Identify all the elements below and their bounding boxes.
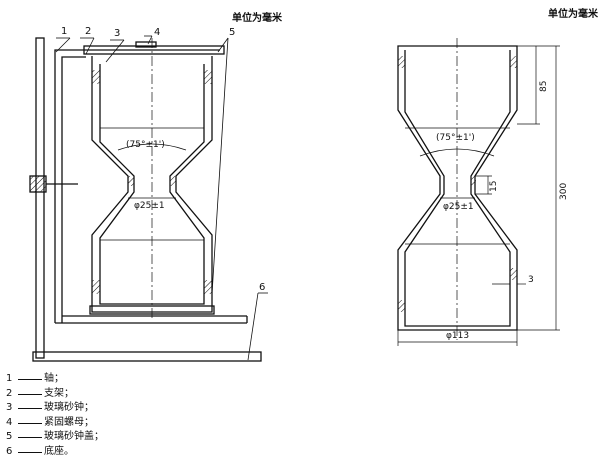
support-frame xyxy=(54,49,220,323)
glass-hourglass-outer-right xyxy=(397,45,518,331)
legend-text: 玻璃砂钟； xyxy=(44,402,94,413)
dim-diameter: φ113 xyxy=(446,331,469,341)
shaft-clamp xyxy=(29,175,47,193)
legend-item: 4 紧固螺母； xyxy=(6,416,104,431)
legend-item: 2 支架； xyxy=(6,387,104,402)
dim-top-height: 85 xyxy=(539,81,549,92)
dim-wall: 3 xyxy=(528,275,534,285)
left-assembly-drawing xyxy=(29,35,268,362)
fastening-nut xyxy=(135,41,157,48)
legend-item: 3 玻璃砂钟； xyxy=(6,401,104,416)
callout-4: 4 xyxy=(154,27,160,38)
angle-label-right: (75°±1') xyxy=(436,133,475,143)
hourglass-cover xyxy=(83,45,225,55)
callout-6: 6 xyxy=(259,282,265,293)
legend-number: 4 xyxy=(6,416,13,428)
legend-dash xyxy=(18,430,42,438)
legend-dash xyxy=(18,416,42,424)
legend-dash xyxy=(18,401,42,409)
legend-number: 3 xyxy=(6,402,13,413)
legend-item: 1 轴； xyxy=(6,372,104,387)
legend-text: 支架； xyxy=(44,387,74,399)
glass-hourglass-inner-right xyxy=(404,50,511,327)
parts-legend: 1 轴； 2 支架； 3 玻璃砂钟； 4 紧固螺母； 5 玻璃砂钟盖； 6 底座… xyxy=(6,372,104,459)
legend-number: 1 xyxy=(6,373,13,384)
base-plate xyxy=(32,351,262,362)
legend-dash xyxy=(18,387,42,395)
legend-item: 5 玻璃砂钟盖； xyxy=(6,430,104,445)
callout-5: 5 xyxy=(229,27,235,38)
legend-text: 玻璃砂钟盖； xyxy=(44,431,104,442)
legend-number: 6 xyxy=(6,445,13,457)
shaft xyxy=(35,37,45,359)
dim-neck-height: 15 xyxy=(489,181,499,192)
legend-dash xyxy=(18,372,42,380)
angle-label-left: (75°±1') xyxy=(126,140,165,150)
legend-dash xyxy=(18,445,42,453)
legend-text: 紧固螺母； xyxy=(44,416,94,428)
unit-label-left: 单位为毫米 xyxy=(232,13,282,24)
callout-3: 3 xyxy=(114,28,120,39)
legend-number: 2 xyxy=(6,387,13,399)
callout-2: 2 xyxy=(85,26,91,37)
right-dimension-drawing xyxy=(397,38,560,346)
angle-arc-right xyxy=(419,148,495,157)
unit-label-right: 单位为毫米 xyxy=(548,9,598,20)
angle-arc-left xyxy=(117,143,187,151)
throat-label-left: φ25±1 xyxy=(134,201,165,211)
legend-text: 底座。 xyxy=(44,445,74,457)
legend-text: 轴； xyxy=(44,373,64,384)
legend-number: 5 xyxy=(6,431,13,442)
support-frame-inner xyxy=(61,56,86,323)
dim-total-height: 300 xyxy=(559,183,569,200)
throat-label-right: φ25±1 xyxy=(443,202,474,212)
callout-1: 1 xyxy=(61,26,67,37)
legend-item: 6 底座。 xyxy=(6,445,104,460)
